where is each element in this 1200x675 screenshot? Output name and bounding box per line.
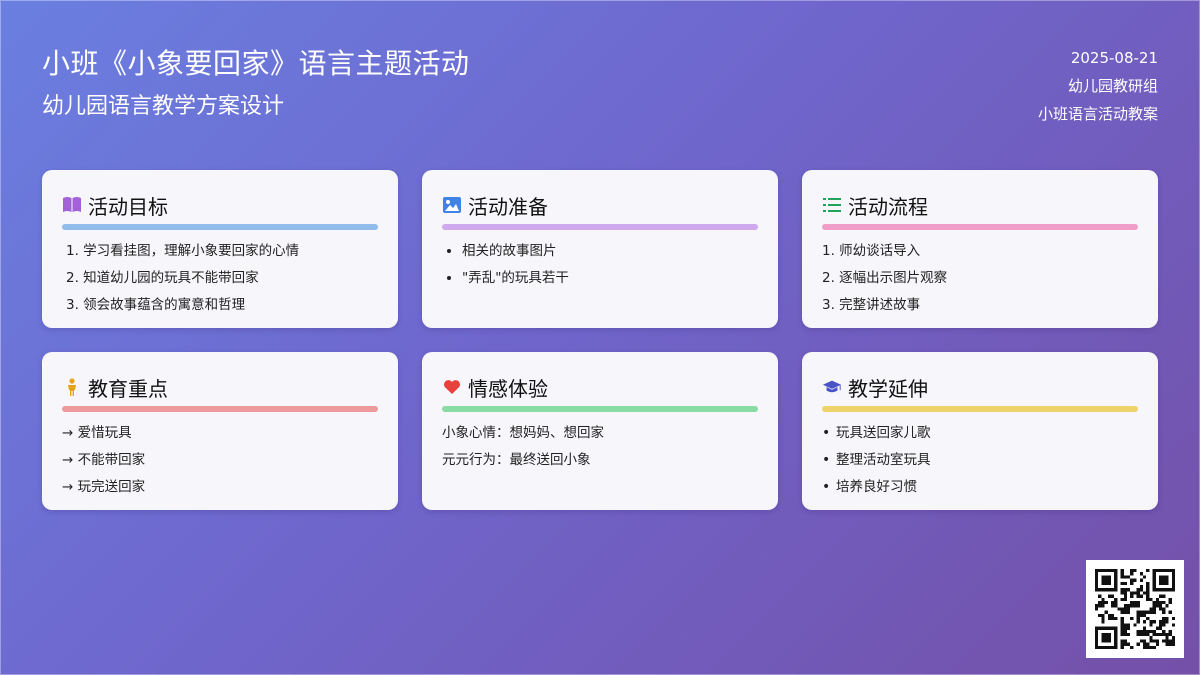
item-list: 相关的故事图片 "弄乱"的玩具若干 bbox=[442, 238, 758, 292]
graduation-cap-icon bbox=[822, 377, 842, 397]
card-grid: 活动目标 1. 学习看挂图，理解小象要回家的心情 2. 知道幼儿园的玩具不能带回… bbox=[42, 170, 1158, 510]
child-icon bbox=[62, 377, 82, 397]
card-title: 教育重点 bbox=[88, 376, 168, 401]
list-item: 2. 知道幼儿园的玩具不能带回家 bbox=[66, 270, 259, 286]
list-item: 3. 领会故事蕴含的寓意和哲理 bbox=[66, 297, 246, 313]
meta-info: 2025-08-21 幼儿园教研组 小班语言活动教案 bbox=[1038, 44, 1158, 128]
item-list: 小象心情：想妈妈、想回家 元元行为：最终送回小象 bbox=[442, 420, 758, 474]
item-list: 玩具送回家儿歌 整理活动室玩具 培养良好习惯 bbox=[822, 420, 1138, 501]
list-item: "弄乱"的玩具若干 bbox=[462, 265, 758, 292]
accent-bar bbox=[62, 406, 378, 412]
page-subtitle: 幼儿园语言教学方案设计 bbox=[42, 94, 285, 119]
list-item: 2. 逐幅出示图片观察 bbox=[822, 270, 948, 286]
accent-bar bbox=[442, 224, 758, 230]
list-item: 小象心情：想妈妈、想回家 bbox=[442, 425, 604, 441]
list-item: 整理活动室玩具 bbox=[822, 447, 1138, 474]
org-text: 幼儿园教研组 bbox=[1067, 77, 1158, 95]
item-list: → 爱惜玩具 → 不能带回家 → 玩完送回家 bbox=[62, 420, 378, 501]
book-icon bbox=[62, 195, 82, 215]
card-header: 教育重点 bbox=[62, 372, 378, 402]
item-list: 1. 师幼谈话导入 2. 逐幅出示图片观察 3. 完整讲述故事 bbox=[822, 238, 1138, 319]
card-activity-preparation: 活动准备 相关的故事图片 "弄乱"的玩具若干 bbox=[422, 170, 778, 328]
list-item: → 爱惜玩具 bbox=[62, 425, 132, 441]
qr-code bbox=[1086, 560, 1184, 658]
card-title: 活动目标 bbox=[88, 194, 168, 219]
card-header: 活动准备 bbox=[442, 190, 758, 220]
accent-bar bbox=[442, 406, 758, 412]
card-header: 活动目标 bbox=[62, 190, 378, 220]
card-education-focus: 教育重点 → 爱惜玩具 → 不能带回家 → 玩完送回家 bbox=[42, 352, 398, 510]
date-text: 2025-08-21 bbox=[1070, 49, 1158, 67]
accent-bar bbox=[62, 224, 378, 230]
item-list: 1. 学习看挂图，理解小象要回家的心情 2. 知道幼儿园的玩具不能带回家 3. … bbox=[62, 238, 378, 319]
card-header: 活动流程 bbox=[822, 190, 1138, 220]
accent-bar bbox=[822, 406, 1138, 412]
image-icon bbox=[442, 195, 462, 215]
list-icon bbox=[822, 195, 842, 215]
card-emotional-experience: 情感体验 小象心情：想妈妈、想回家 元元行为：最终送回小象 bbox=[422, 352, 778, 510]
list-item: 玩具送回家儿歌 bbox=[822, 420, 1138, 447]
card-title: 教学延伸 bbox=[848, 376, 928, 401]
list-item: → 玩完送回家 bbox=[62, 479, 146, 495]
list-item: 元元行为：最终送回小象 bbox=[442, 452, 591, 468]
list-item: 相关的故事图片 bbox=[462, 238, 758, 265]
card-header: 情感体验 bbox=[442, 372, 758, 402]
card-title: 情感体验 bbox=[468, 376, 548, 401]
list-item: 1. 师幼谈话导入 bbox=[822, 243, 921, 259]
doc-type-text: 小班语言活动教案 bbox=[1037, 105, 1158, 123]
accent-bar bbox=[822, 224, 1138, 230]
list-item: 培养良好习惯 bbox=[822, 474, 1138, 501]
card-activity-process: 活动流程 1. 师幼谈话导入 2. 逐幅出示图片观察 3. 完整讲述故事 bbox=[802, 170, 1158, 328]
qr-code-pattern bbox=[1095, 569, 1175, 649]
list-item: → 不能带回家 bbox=[62, 452, 146, 468]
card-teaching-extension: 教学延伸 玩具送回家儿歌 整理活动室玩具 培养良好习惯 bbox=[802, 352, 1158, 510]
list-item: 1. 学习看挂图，理解小象要回家的心情 bbox=[66, 243, 300, 259]
card-header: 教学延伸 bbox=[822, 372, 1138, 402]
heart-icon bbox=[442, 377, 462, 397]
card-title: 活动准备 bbox=[468, 194, 548, 219]
card-title: 活动流程 bbox=[848, 194, 928, 219]
card-activity-goals: 活动目标 1. 学习看挂图，理解小象要回家的心情 2. 知道幼儿园的玩具不能带回… bbox=[42, 170, 398, 328]
list-item: 3. 完整讲述故事 bbox=[822, 297, 921, 313]
page-title: 小班《小象要回家》语言主题活动 bbox=[42, 47, 470, 80]
